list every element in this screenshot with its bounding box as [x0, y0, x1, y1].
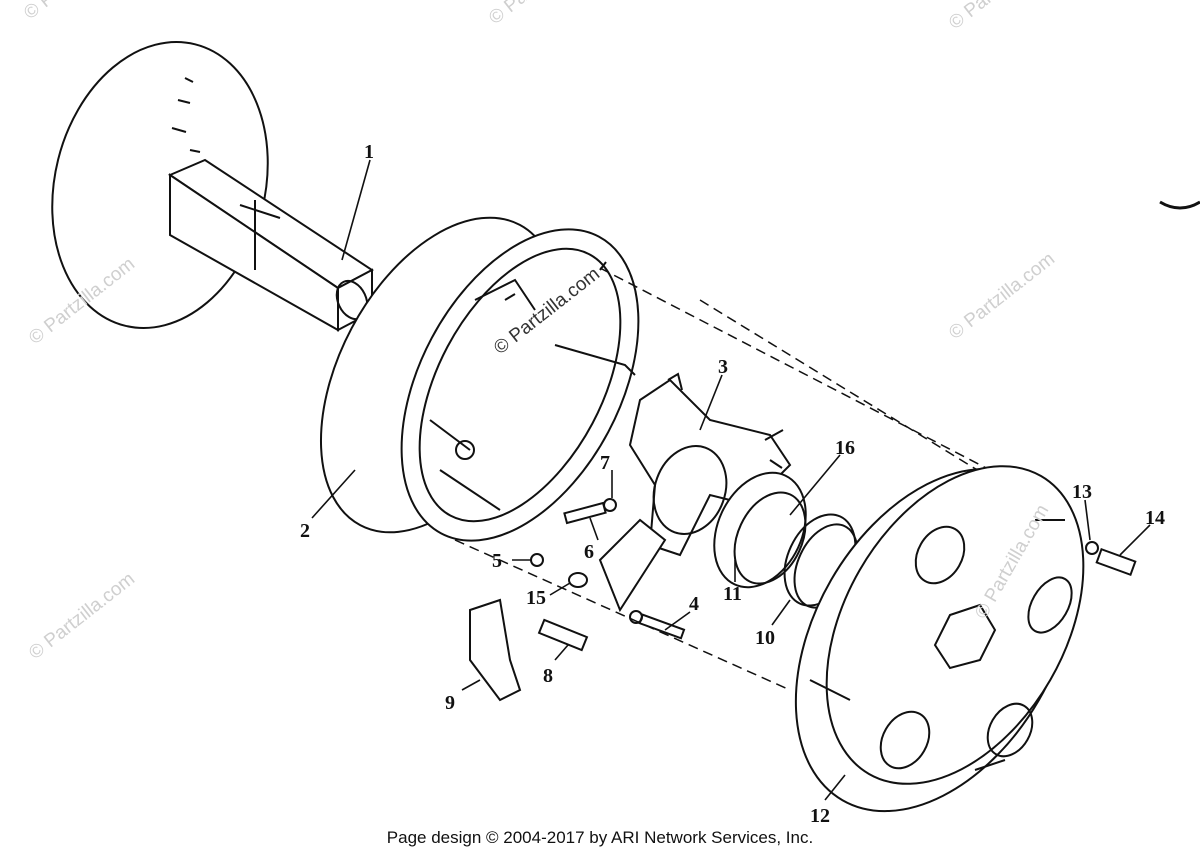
- part-6-bolt: [563, 501, 607, 525]
- part-1-sheave-shaft: [51, 41, 374, 332]
- watermark: © Partzilla.com: [20, 0, 134, 24]
- alignment-lines: [454, 267, 1011, 691]
- callout-15: 15: [526, 587, 546, 609]
- callout-numbers: 1 2 3 4 5 6 7 8 9 10 11 12 13 14 15 16: [300, 141, 1165, 827]
- part-7-nut: [603, 498, 617, 512]
- watermark: © Partzilla.com: [945, 0, 1059, 34]
- watermark: © Partzilla.com: [485, 0, 599, 29]
- part-8-pin: [537, 618, 589, 652]
- callout-1: 1: [364, 141, 374, 163]
- part-16-bushing: [713, 471, 807, 589]
- part-2-housing: [319, 216, 640, 542]
- callout-2: 2: [300, 520, 310, 542]
- callout-4: 4: [689, 593, 699, 615]
- copyright-footer: Page design © 2004-2017 by ARI Network S…: [386, 828, 814, 847]
- callout-8: 8: [543, 665, 553, 687]
- part-15-washer: [568, 572, 588, 588]
- watermark: © Partzilla.com: [25, 569, 139, 664]
- callout-5: 5: [492, 550, 502, 572]
- callout-13: 13: [1072, 481, 1092, 503]
- part-5-nut: [530, 553, 544, 567]
- part-4-bolt: [638, 613, 686, 640]
- callout-14: 14: [1145, 507, 1165, 529]
- part-3-spider: [628, 372, 792, 557]
- hardware-parts: [469, 200, 1200, 702]
- part-13-washer: [1085, 541, 1099, 555]
- part-14-bolt: [1095, 547, 1137, 577]
- watermark: © Partzilla.com: [945, 249, 1059, 344]
- callout-7: 7: [600, 452, 610, 474]
- callout-9: 9: [445, 692, 455, 714]
- part-12-cover: [794, 465, 1085, 813]
- callout-16: 16: [835, 437, 855, 459]
- callout-10: 10: [755, 627, 775, 649]
- callout-3: 3: [718, 356, 728, 378]
- leader-lines: [311, 159, 1151, 801]
- callout-6: 6: [584, 541, 594, 563]
- part-9-bracket: [469, 598, 522, 702]
- callout-12: 12: [810, 805, 830, 827]
- callout-11: 11: [723, 583, 742, 605]
